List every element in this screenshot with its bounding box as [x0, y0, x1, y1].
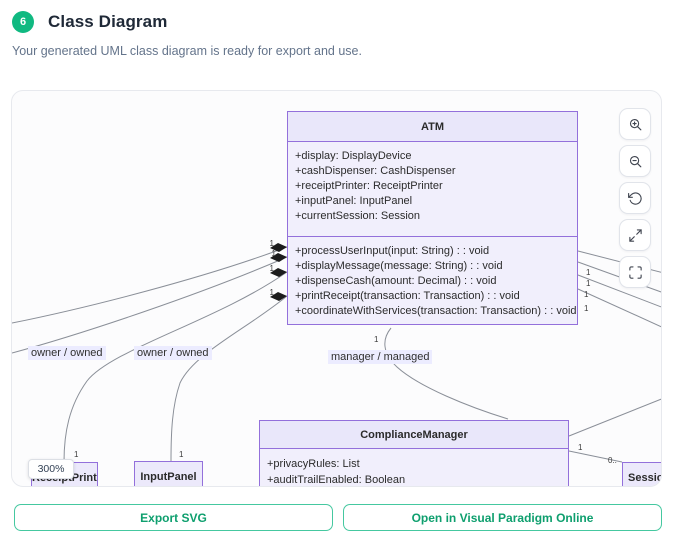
edge-atm-compliancemanager	[384, 327, 509, 420]
edge-label-manager-managed: manager / managed	[328, 350, 433, 364]
composition-diamond	[270, 253, 287, 262]
multiplicity-label: 1	[272, 249, 277, 258]
method-row: +displayMessage(message: String) : : voi…	[295, 260, 503, 272]
reset-rotate-icon	[627, 191, 642, 205]
class-box-session[interactable]: Session	[622, 462, 661, 486]
attribute-row: +currentSession: Session	[295, 210, 421, 222]
page-header: 6 Class Diagram	[0, 0, 673, 33]
edge-label-owner-owned-2: owner / owned	[134, 346, 212, 360]
multiplicity-label: 1	[270, 239, 275, 248]
relationship-edges: 1 1 1 1 1 1 1 1 1 1 1 1 0..	[12, 239, 661, 465]
zoom-out-icon	[629, 155, 641, 167]
method-row: +dispenseCash(amount: Decimal) : : void	[295, 275, 497, 287]
page-title: Class Diagram	[48, 12, 168, 31]
class-box-inputpanel[interactable]: InputPanel	[134, 461, 203, 486]
edge-compliancemanager-right	[568, 398, 661, 437]
multiplicity-label: 1	[270, 288, 275, 297]
edge-atm-receiptprinter	[63, 271, 288, 463]
class-attributes-atm: +display: DisplayDevice +cashDispenser: …	[288, 142, 577, 237]
zoom-level-badge: 300%	[28, 459, 74, 479]
edge-label-owner-owned-1: owner / owned	[28, 346, 106, 360]
multiplicity-label: 1	[74, 450, 79, 459]
multiplicity-label: 1	[586, 268, 591, 277]
attribute-row: +inputPanel: InputPanel	[295, 195, 413, 207]
reset-view-button[interactable]	[619, 182, 651, 214]
class-attributes-compliancemanager: +privacyRules: List +auditTrailEnabled: …	[260, 449, 568, 486]
expand-icon	[628, 228, 642, 242]
edge-left-2	[12, 256, 288, 354]
class-box-atm[interactable]: ATM +display: DisplayDevice +cashDispens…	[287, 111, 578, 325]
attribute-row: +privacyRules: List	[267, 458, 360, 470]
attribute-row: +cashDispenser: CashDispenser	[295, 165, 456, 177]
multiplicity-label: 1	[584, 290, 589, 299]
multiplicity-label: 1	[578, 443, 583, 452]
composition-diamond	[270, 268, 287, 277]
export-svg-button[interactable]: Export SVG	[14, 504, 333, 531]
multiplicity-label: 1	[374, 335, 379, 344]
edge-left-1	[12, 246, 288, 324]
edge-right-3	[577, 274, 661, 308]
attribute-row: +auditTrailEnabled: Boolean	[267, 474, 406, 486]
zoom-out-button[interactable]	[619, 145, 651, 177]
attribute-row: +receiptPrinter: ReceiptPrinter	[295, 180, 443, 192]
step-number-badge: 6	[12, 11, 34, 33]
fullscreen-icon	[628, 265, 642, 279]
open-visual-paradigm-button[interactable]: Open in Visual Paradigm Online	[343, 504, 662, 531]
edge-atm-inputpanel	[170, 295, 288, 462]
class-title-atm: ATM	[288, 112, 577, 142]
fullscreen-button[interactable]	[619, 256, 651, 288]
class-title-compliancemanager: ComplianceManager	[260, 421, 568, 449]
page-subtitle: Your generated UML class diagram is read…	[12, 44, 362, 58]
zoom-in-button[interactable]	[619, 108, 651, 140]
composition-diamond	[270, 243, 287, 252]
attribute-row: +display: DisplayDevice	[295, 150, 412, 162]
multiplicity-label: 1	[584, 304, 589, 313]
class-methods-atm: +processUserInput(input: String) : : voi…	[288, 237, 577, 324]
edge-right-4	[577, 288, 661, 328]
composition-diamond	[270, 292, 287, 301]
class-box-compliancemanager[interactable]: ComplianceManager +privacyRules: List +a…	[259, 420, 569, 486]
diagram-canvas[interactable]: 1 1 1 1 1 1 1 1 1 1 1 1 0.. ATM +display…	[11, 90, 662, 487]
multiplicity-label: 1	[586, 279, 591, 288]
expand-button[interactable]	[619, 219, 651, 251]
multiplicity-label: 1	[179, 450, 184, 459]
edge-compliancemanager-session	[568, 450, 623, 463]
method-row: +printReceipt(transaction: Transaction) …	[295, 290, 520, 302]
method-row: +processUserInput(input: String) : : voi…	[295, 245, 490, 257]
multiplicity-label: 0..	[608, 456, 617, 465]
method-row: +coordinateWithServices(transaction: Tra…	[295, 305, 577, 317]
footer-actions: Export SVG Open in Visual Paradigm Onlin…	[14, 504, 662, 531]
multiplicity-label: 1	[270, 264, 275, 273]
zoom-in-icon	[629, 118, 641, 130]
canvas-controls	[619, 108, 651, 288]
